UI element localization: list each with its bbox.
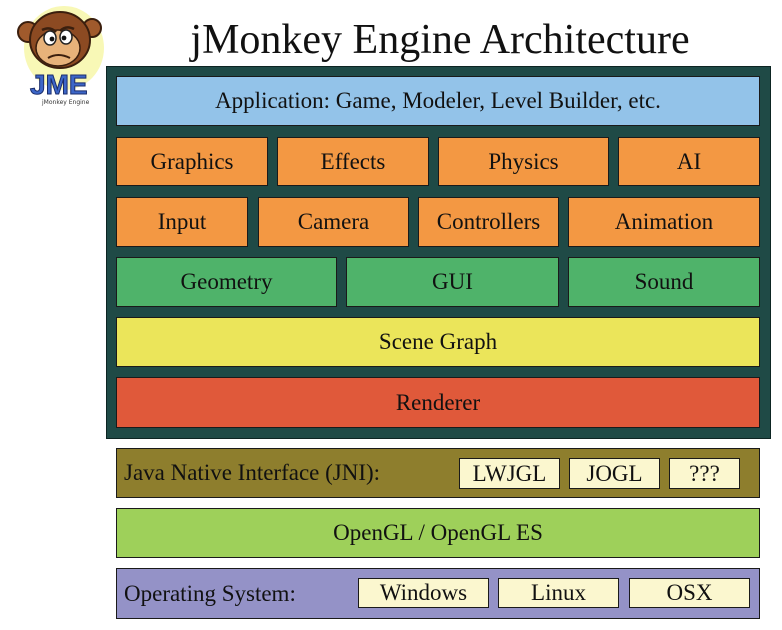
graphics-module: Graphics — [116, 137, 268, 186]
lwjgl-binding: LWJGL — [459, 458, 560, 489]
sound-module: Sound — [568, 257, 760, 307]
jni-label: Java Native Interface (JNI): — [124, 460, 381, 485]
logo-tagline: jMonkey Engine — [41, 99, 90, 106]
effects-module: Effects — [277, 137, 429, 186]
jni-layer: Java Native Interface (JNI): — [116, 448, 760, 498]
jme-monkey-logo: JME jMonkey Engine — [17, 6, 104, 106]
geometry-module: Geometry — [116, 257, 337, 307]
windows-os: Windows — [358, 578, 489, 608]
controllers-module: Controllers — [418, 197, 559, 247]
camera-module: Camera — [258, 197, 409, 247]
ai-module: AI — [618, 137, 760, 186]
gui-module: GUI — [346, 257, 559, 307]
physics-module: Physics — [438, 137, 609, 186]
diagram-title: jMonkey Engine Architecture — [190, 17, 690, 63]
scene-graph-layer: Scene Graph — [116, 317, 760, 367]
input-module: Input — [116, 197, 248, 247]
animation-module: Animation — [568, 197, 760, 247]
os-label: Operating System: — [124, 580, 296, 606]
jogl-binding: JOGL — [569, 458, 660, 489]
unknown-binding: ??? — [669, 458, 740, 489]
application-layer: Application: Game, Modeler, Level Builde… — [116, 76, 760, 126]
osx-os: OSX — [629, 578, 750, 608]
logo-text: JME — [30, 69, 88, 100]
opengl-layer: OpenGL / OpenGL ES — [116, 508, 760, 558]
renderer-layer: Renderer — [116, 377, 760, 428]
engine-layer-frame — [106, 66, 771, 439]
linux-os: Linux — [498, 578, 619, 608]
